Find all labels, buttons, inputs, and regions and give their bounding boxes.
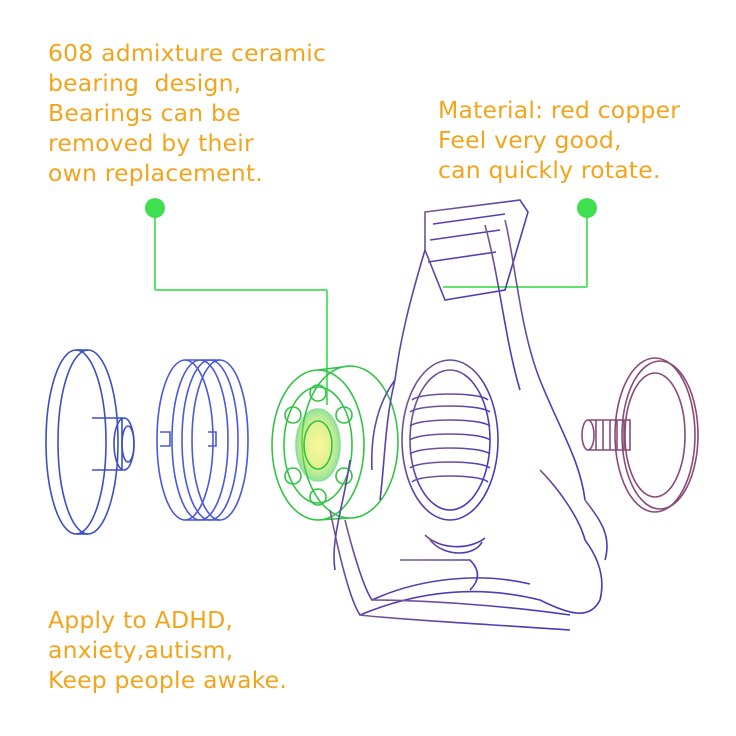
spinner-body-icon xyxy=(329,199,608,631)
callout-dot-bearing xyxy=(145,198,165,218)
material-caption: Material: red copper Feel very good, can… xyxy=(438,95,680,185)
usage-caption-line: anxiety,autism, xyxy=(48,636,234,664)
callout-dot-material xyxy=(577,198,597,218)
material-caption-line: Material: red copper xyxy=(438,96,681,124)
bearing-caption-line: bearing design, xyxy=(48,69,242,97)
usage-caption-line: Apply to ADHD, xyxy=(48,606,234,634)
bearing-caption-line: Bearings can be xyxy=(48,99,241,127)
ceramic-bearing-icon xyxy=(271,365,399,521)
bearing-caption-line: 608 admixture ceramic xyxy=(48,39,327,67)
usage-caption-line: Keep people awake. xyxy=(48,666,287,694)
bearing-caption: 608 admixture ceramic bearing design, Be… xyxy=(48,38,326,188)
threaded-ring-icon xyxy=(156,359,249,521)
usage-caption: Apply to ADHD, anxiety,autism, Keep peop… xyxy=(48,605,287,695)
material-caption-line: can quickly rotate. xyxy=(438,156,661,184)
copper-cap-icon xyxy=(581,357,699,513)
bearing-caption-line: removed by their xyxy=(48,129,254,157)
callout-bearing xyxy=(145,198,328,405)
bearing-caption-line: own replacement. xyxy=(48,159,263,187)
material-caption-line: Feel very good, xyxy=(438,126,622,154)
end-cap-icon xyxy=(45,349,135,535)
callout-material xyxy=(443,198,597,288)
